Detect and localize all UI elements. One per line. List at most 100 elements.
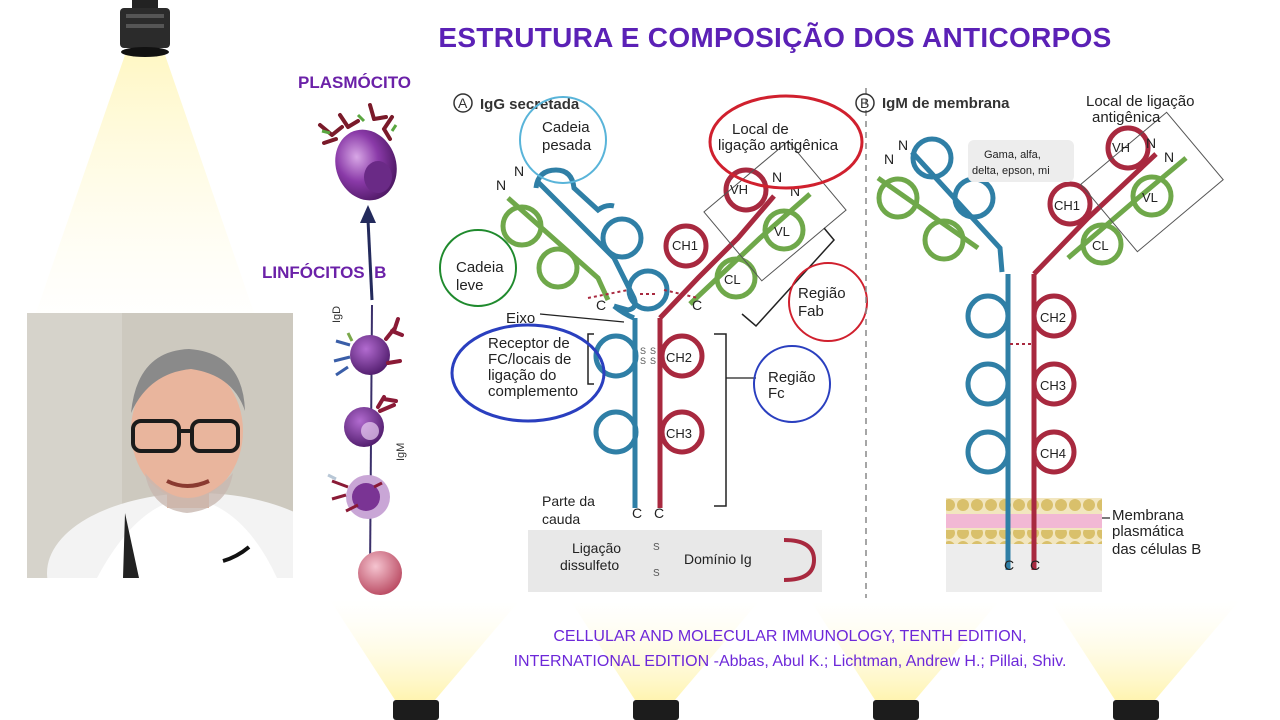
- c-label-1: C: [596, 297, 606, 313]
- legend-ligacao-2: dissulfeto: [560, 557, 619, 573]
- legend-dominio: Domínio Ig: [684, 551, 752, 567]
- membrana-label-3: das células B: [1112, 541, 1201, 558]
- regiao-fab-label-1: Região: [798, 285, 846, 302]
- ch2-label: CH2: [666, 350, 692, 365]
- regiao-fab-label-2: Fab: [798, 303, 824, 320]
- webcam-presenter-video: [27, 313, 293, 578]
- igd-label: IgD: [331, 306, 343, 323]
- parte-cauda-label-1: Parte da: [542, 493, 595, 509]
- vl-domain-right: [762, 208, 806, 252]
- top-spotlight-beam: [30, 55, 260, 330]
- panel-b-title: IgM de membrana: [882, 95, 1010, 112]
- legend-domain-icon: [783, 538, 817, 582]
- b-cl-label: CL: [1092, 238, 1109, 253]
- regiao-fab-circle: [788, 262, 868, 342]
- ch2-domain-left: [593, 333, 639, 379]
- b-n-label-4: N: [1164, 149, 1174, 165]
- ss-marker-3: S: [650, 346, 656, 356]
- arrow-head-icon: [360, 205, 376, 223]
- b-ch4-label: CH4: [1040, 446, 1066, 461]
- ch2-domain-right: [659, 333, 705, 379]
- membrana-label-1: Membrana: [1112, 507, 1184, 524]
- ch3-domain-right: [659, 409, 705, 455]
- local-ligacao-label-2: ligação antigênica: [718, 137, 839, 154]
- ch3-label: CH3: [666, 426, 692, 441]
- b-n-label-3: N: [1146, 135, 1156, 151]
- citation-line-1: CELLULAR AND MOLECULAR IMMUNOLOGY, TENTH…: [553, 628, 1027, 645]
- receptor-circle: [450, 323, 606, 423]
- c-label-3: C: [632, 505, 642, 521]
- panel-a-letter-badge: [453, 93, 473, 113]
- panel-b-letter: B: [860, 95, 869, 111]
- b-ch3-label: CH3: [1040, 378, 1066, 393]
- vl-domain-left: [500, 204, 544, 248]
- b-c-label-2: C: [1030, 557, 1040, 573]
- cadeia-pesada-label-2: pesada: [542, 137, 592, 154]
- panel-a-igg: A IgG secretada N N N N: [439, 93, 868, 592]
- n-label-1: N: [496, 177, 506, 193]
- b-n-label-1: N: [884, 151, 894, 167]
- b-n-label-2: N: [898, 137, 908, 153]
- citation: CELLULAR AND MOLECULAR IMMUNOLOGY, TENTH…: [0, 624, 1280, 674]
- top-spotlight-icon: [120, 0, 170, 57]
- panel-a-letter: A: [458, 95, 468, 111]
- receptor-label-2: FC/locais de: [488, 351, 571, 368]
- plasmocito-label: PLASMÓCITO: [298, 73, 412, 92]
- panel-a-title: IgG secretada: [480, 96, 580, 113]
- classes-label-1: Gama, alfa,: [984, 149, 1041, 161]
- citation-line-2: INTERNATIONAL EDITION -Abbas, Abul K.; L…: [513, 653, 1067, 670]
- b-local-ligacao-2: antigênica: [1092, 109, 1161, 126]
- cadeia-leve-label-1: Cadeia: [456, 259, 504, 276]
- b-cell-early-icon: [327, 473, 390, 519]
- plasma-cell-icon: [318, 103, 398, 201]
- ch1-domain-left: [626, 268, 670, 312]
- receptor-label-3: ligação do: [488, 367, 556, 384]
- panel-b-letter-badge: [855, 93, 875, 113]
- ch3-domain-left: [593, 409, 639, 455]
- vh-domain-right: [723, 167, 769, 213]
- b-ch1-label: CH1: [1054, 198, 1080, 213]
- b-ch2-label: CH2: [1040, 310, 1066, 325]
- n-label-4: N: [790, 183, 800, 199]
- c-label-2: C: [692, 297, 702, 313]
- b-local-ligacao-1: Local de ligação: [1086, 93, 1194, 110]
- cl-label-right: CL: [724, 272, 741, 287]
- local-ligacao-label-1: Local de: [732, 121, 789, 138]
- eixo-label: Eixo: [506, 310, 535, 327]
- ss-marker-4: S: [650, 356, 656, 366]
- ch1-domain-right: [663, 223, 709, 269]
- vl-label-right: VL: [774, 224, 790, 239]
- regiao-fc-label-2: Fc: [768, 385, 785, 402]
- cadeia-leve-circle: [439, 229, 517, 307]
- b-cell-maturation-illustration: IgD IgM: [318, 103, 407, 595]
- cadeia-pesada-circle: [519, 96, 607, 184]
- membrana-label-2: plasmática: [1112, 523, 1184, 540]
- presenter-illustration: [27, 313, 293, 578]
- b-vh-label: VH: [1112, 140, 1130, 155]
- ch1-label-right: CH1: [672, 238, 698, 253]
- ss-marker-2: S: [640, 356, 646, 366]
- legend-ligacao-1: Ligação: [572, 540, 621, 556]
- b-cell-igm-icon: [344, 395, 398, 447]
- fab-bracket: [741, 227, 835, 328]
- igm-label: IgM: [395, 443, 407, 461]
- receptor-label-4: complemento: [488, 383, 578, 400]
- c-label-4: C: [654, 505, 664, 521]
- maturation-arrow: [366, 219, 374, 301]
- vh-domain-left: [600, 216, 644, 260]
- classes-box: [968, 140, 1074, 182]
- legend-ss-2: S: [653, 568, 660, 579]
- regiao-fc-label-1: Região: [768, 369, 816, 386]
- regiao-fc-circle: [753, 345, 831, 423]
- ss-marker-1: S: [640, 346, 646, 356]
- classes-label-2: delta, epson, mi: [972, 165, 1050, 177]
- n-label-3: N: [772, 169, 782, 185]
- local-ligacao-circle: [708, 94, 864, 190]
- b-c-label-1: C: [1004, 557, 1014, 573]
- cl-domain-left: [536, 246, 580, 290]
- legend-ss-1: S: [653, 542, 660, 553]
- cadeia-pesada-label-1: Cadeia: [542, 119, 590, 136]
- parte-cauda-label-2: cauda: [542, 511, 580, 527]
- n-label-2: N: [514, 163, 524, 179]
- b-cell-igd-icon: [333, 317, 404, 377]
